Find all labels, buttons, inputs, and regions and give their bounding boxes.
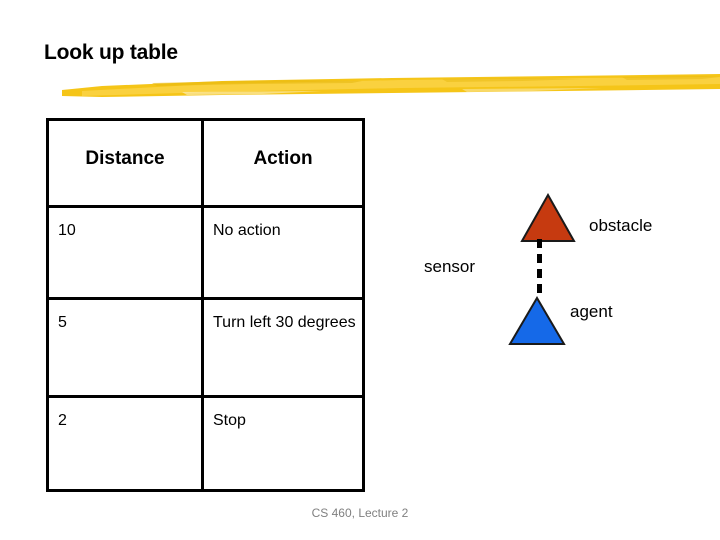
table-header-row: Distance Action: [49, 121, 362, 208]
agent-triangle-icon: [508, 296, 566, 345]
cell-action: No action: [213, 222, 281, 239]
sensor-diagram: obstacle sensor agent: [420, 180, 715, 345]
lookup-table: Distance Action 10 No action 5 Turn left…: [46, 118, 365, 492]
obstacle-triangle-icon: [520, 193, 576, 242]
slide-footer: CS 460, Lecture 2: [311, 506, 409, 520]
table-row: 10 No action: [49, 208, 362, 300]
table-row: 5 Turn left 30 degrees: [49, 300, 362, 398]
label-obstacle: obstacle: [589, 216, 653, 235]
sensor-dashed-line-icon: [537, 239, 542, 299]
table-row: 2 Stop: [49, 398, 362, 489]
cell-action: Stop: [213, 412, 246, 429]
yellow-brush-underline-icon: [62, 74, 720, 97]
cell-action: Turn left 30 degrees: [213, 314, 356, 331]
cell-distance: 2: [49, 398, 204, 489]
cell-distance: 5: [49, 300, 204, 395]
column-header-action: Action: [253, 148, 313, 169]
label-sensor: sensor: [424, 257, 476, 276]
column-header-distance: Distance: [49, 121, 204, 205]
label-agent: agent: [570, 302, 613, 321]
cell-distance: 10: [49, 208, 204, 297]
page-title: Look up table: [44, 41, 178, 64]
